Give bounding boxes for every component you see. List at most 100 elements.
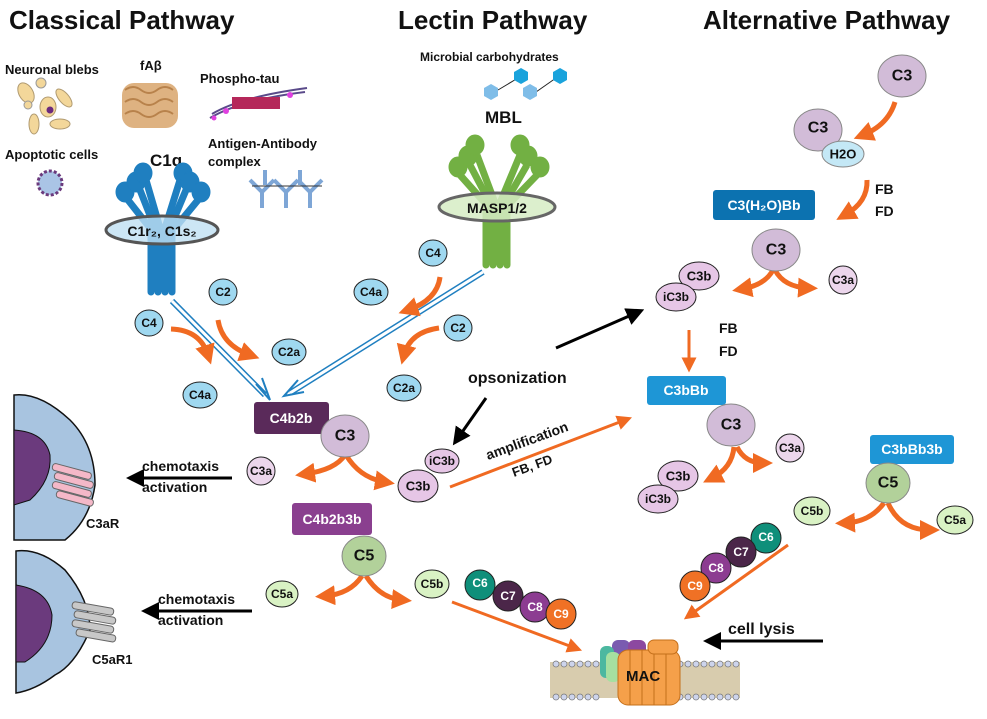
label-activation-1: activation	[142, 479, 207, 495]
svg-text:C4: C4	[425, 246, 441, 260]
label-c3ar: C3aR	[86, 516, 120, 531]
svg-text:C2a: C2a	[393, 381, 415, 395]
label-c5ar1: C5aR1	[92, 652, 132, 667]
amplification-arrow	[449, 415, 633, 489]
terminal-chain-right: C6 C7 C8 C9	[679, 522, 782, 602]
node-c7-left: C7	[492, 580, 524, 612]
c5-to-c5b-arrow	[363, 574, 412, 610]
node-classical-c5b: C5b	[414, 569, 450, 599]
svg-text:C2a: C2a	[278, 345, 300, 359]
neuronal-blebs-icon	[17, 77, 73, 135]
alt-c3-low-to-c3a-arrow	[734, 445, 773, 473]
svg-text:C3bBb: C3bBb	[663, 382, 708, 398]
alt-c3-to-c3b-arrow	[732, 268, 776, 298]
label-fabeta: fAβ	[140, 58, 162, 73]
cell-c3ar	[13, 393, 96, 541]
label-opsonization: opsonization	[468, 370, 567, 387]
node-lectin-c4a: C4a	[353, 278, 389, 306]
svg-text:C3b: C3b	[666, 469, 691, 484]
label-c1q: C1q	[150, 151, 182, 170]
c1-to-c4b2b-arrow	[169, 298, 271, 401]
title-classical: Classical Pathway	[9, 5, 235, 35]
node-classical-c4a: C4a	[182, 381, 218, 409]
mac-complex-icon	[600, 639, 681, 706]
node-alt-h2o: H2O	[821, 140, 865, 168]
node-c7-right: C7	[725, 536, 757, 568]
label-c1r-c1s: C1r₂, C1s₂	[127, 223, 196, 239]
c5b-to-mac-arrow	[451, 600, 583, 653]
alt-c3-low-to-c3b-arrow	[703, 446, 737, 483]
svg-text:C3b: C3b	[687, 269, 712, 284]
label-alt-fd-2: FD	[719, 343, 738, 359]
node-alt-c3a-1: C3a	[828, 265, 858, 295]
phospho-tau-icon	[209, 87, 308, 121]
alt-c5-to-c5a-arrow	[885, 501, 940, 540]
opsonization-to-ic3b-arrow	[452, 397, 488, 446]
svg-text:C2: C2	[450, 321, 466, 335]
svg-text:C4b2b3b: C4b2b3b	[302, 511, 361, 527]
node-lectin-c2: C2	[443, 314, 473, 342]
opsonization-to-alt-arrow	[555, 308, 645, 350]
svg-text:C5: C5	[354, 548, 375, 565]
svg-text:C4b2b: C4b2b	[270, 410, 313, 426]
node-alt-ic3b-1: iC3b	[655, 282, 697, 312]
node-alt-c3-top: C3	[877, 54, 927, 98]
node-alt-c3-h2o: C3	[793, 108, 843, 152]
svg-text:C3a: C3a	[779, 441, 801, 455]
svg-text:C3a: C3a	[832, 273, 854, 287]
node-lectin-c4: C4	[418, 239, 448, 267]
svg-text:C3: C3	[766, 242, 787, 259]
node-classical-c3b: C3b	[397, 469, 439, 503]
label-activation-2: activation	[158, 612, 223, 628]
node-lectin-c2a: C2a	[386, 374, 422, 402]
svg-text:H2O: H2O	[830, 147, 857, 162]
node-c6-left: C6	[464, 569, 496, 601]
apoptotic-cell-icon	[36, 169, 64, 197]
node-c9-right: C9	[679, 570, 711, 602]
svg-text:C5a: C5a	[271, 587, 293, 601]
svg-text:C3a: C3a	[250, 464, 272, 478]
svg-text:C6: C6	[472, 576, 488, 590]
cleavage-arrows	[170, 101, 940, 610]
label-complex: complex	[208, 154, 262, 169]
box-c4b2b3b: C4b2b3b	[292, 503, 372, 535]
node-alt-c5: C5	[865, 462, 911, 504]
node-alt-c3a-2: C3a	[775, 433, 805, 463]
label-microbial-carbohydrates: Microbial carbohydrates	[420, 50, 559, 64]
node-alt-c3b-1: C3b	[678, 261, 720, 291]
cell-c5ar1	[15, 549, 117, 694]
masp-to-c4b2b-arrow	[281, 269, 485, 398]
node-alt-c5b: C5b	[793, 496, 831, 526]
svg-text:C2: C2	[215, 285, 231, 299]
svg-text:C7: C7	[733, 545, 749, 559]
node-alt-c3b-2: C3b	[657, 460, 699, 492]
node-alt-c5a: C5a	[936, 505, 974, 535]
node-classical-ic3b: iC3b	[424, 448, 460, 474]
c5ar1-receptor-icon	[71, 601, 117, 643]
svg-text:C9: C9	[687, 579, 703, 593]
alt-c3-hydrolysis-arrow	[853, 101, 898, 141]
svg-text:C4a: C4a	[189, 388, 211, 402]
title-alternative: Alternative Pathway	[703, 5, 951, 35]
label-antigen-antibody: Antigen-Antibody	[208, 136, 318, 151]
label-alt-fb-1: FB	[875, 181, 894, 197]
alt-c3h2obb-formation-arrow	[836, 179, 870, 220]
alt-c5b-to-mac-arrow	[683, 543, 789, 620]
node-alt-c3-mid: C3	[751, 228, 801, 272]
node-c6-right: C6	[750, 522, 782, 554]
label-apoptotic-cells: Apoptotic cells	[5, 147, 98, 162]
svg-text:iC3b: iC3b	[429, 454, 455, 468]
terminal-chain-left: C6 C7 C8 C9	[464, 569, 577, 630]
c3-to-c3b-arrow	[343, 453, 395, 491]
node-classical-c2a: C2a	[271, 338, 307, 366]
label-chemotaxis-2: chemotaxis	[158, 591, 235, 607]
svg-text:C3: C3	[335, 428, 356, 445]
svg-text:C7: C7	[500, 589, 516, 603]
c3ar-receptor-icon	[51, 463, 94, 507]
node-alt-ic3b-2: iC3b	[637, 484, 679, 514]
box-c3bbb3b: C3bBb3b	[870, 435, 954, 464]
alt-c5-to-c5b-arrow	[835, 501, 887, 533]
svg-text:C3bBb3b: C3bBb3b	[881, 441, 942, 457]
label-neuronal-blebs: Neuronal blebs	[5, 62, 99, 77]
